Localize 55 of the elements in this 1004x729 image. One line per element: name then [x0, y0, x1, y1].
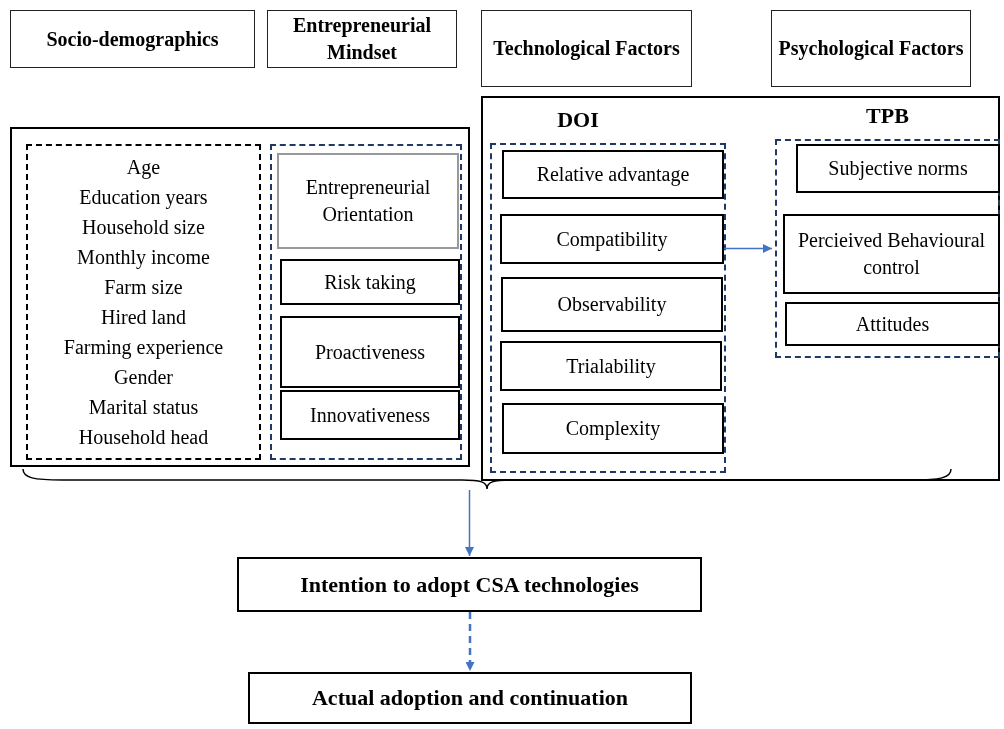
- variable-label: Farming experience: [62, 335, 225, 361]
- construct-box: [501, 277, 723, 332]
- group-frame: [481, 96, 1000, 481]
- construct-box: [277, 153, 459, 249]
- variable-label: Gender: [113, 365, 174, 390]
- outcome-box: [237, 557, 702, 612]
- box-label: Entrepreneurial Orientation: [304, 175, 432, 227]
- arrow: [723, 244, 773, 253]
- box-label: Technological Factors: [492, 36, 681, 62]
- construct-box: [796, 144, 1000, 193]
- box-label: Entrepreneurial Mindset: [291, 13, 433, 65]
- construct-box: [502, 403, 724, 454]
- outcome-box: [248, 672, 692, 724]
- box-label: Complexity: [564, 416, 662, 442]
- theory-heading: DOI: [556, 107, 600, 133]
- arrow: [465, 489, 474, 557]
- theory-heading: TPB: [865, 103, 910, 129]
- variable-label: Age: [125, 155, 162, 181]
- variable-label: Household size: [81, 215, 206, 240]
- box-label: Psychological Factors: [777, 36, 965, 62]
- box-label: Compatibility: [555, 226, 669, 253]
- box-label: Intention to adopt CSA technologies: [299, 570, 640, 599]
- box-label: Proactiveness: [314, 339, 426, 365]
- box-label: Risk taking: [323, 269, 417, 296]
- factor-header-box: [771, 10, 971, 87]
- box-label: Socio-demographics: [45, 26, 220, 53]
- construct-box: [783, 214, 1000, 294]
- dashed-frame: [270, 144, 462, 460]
- box-label: Trialability: [565, 353, 657, 380]
- box-label: Attitudes: [854, 311, 931, 337]
- box-label: Actual adoption and continuation: [311, 684, 629, 713]
- construct-box: [502, 150, 724, 199]
- construct-box: [500, 341, 722, 391]
- arrow: [465, 612, 475, 671]
- group-frame: [10, 127, 470, 467]
- factor-header-box: [267, 10, 457, 68]
- factor-header-box: [481, 10, 692, 87]
- variable-label: Education years: [78, 185, 209, 211]
- box-label: Observability: [556, 292, 668, 318]
- construct-box: [500, 214, 724, 264]
- box-label: Innovativeness: [309, 402, 431, 428]
- variable-label: Household head: [77, 425, 210, 450]
- construct-box: [280, 259, 460, 305]
- factor-header-box: [10, 10, 255, 68]
- variable-label: Marital status: [87, 395, 200, 420]
- construct-box: [785, 302, 1000, 346]
- dashed-frame: [26, 144, 261, 460]
- box-label: Subjective norms: [827, 156, 969, 182]
- construct-box: [280, 316, 460, 388]
- variable-label: Farm size: [103, 275, 184, 300]
- variable-label: Monthly income: [76, 245, 211, 271]
- box-label: Relative advantage: [535, 162, 691, 188]
- box-label: Percieived Behavioural control: [796, 228, 987, 280]
- construct-box: [280, 390, 460, 440]
- variable-label: Hired land: [100, 305, 187, 330]
